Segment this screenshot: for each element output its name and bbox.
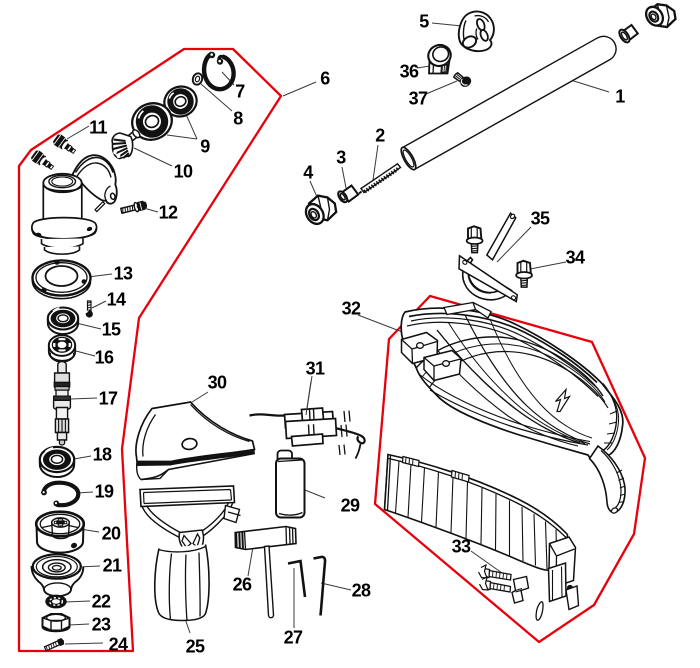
svg-text:35: 35	[531, 209, 550, 229]
svg-text:33: 33	[452, 537, 471, 557]
svg-text:30: 30	[208, 373, 227, 393]
svg-text:17: 17	[99, 389, 118, 409]
svg-text:6: 6	[320, 69, 330, 89]
svg-text:1: 1	[615, 87, 625, 107]
svg-text:19: 19	[95, 482, 114, 502]
svg-text:22: 22	[92, 592, 111, 612]
svg-text:26: 26	[233, 575, 252, 595]
svg-text:8: 8	[233, 109, 243, 129]
svg-text:18: 18	[93, 445, 112, 465]
svg-text:37: 37	[409, 89, 428, 109]
svg-text:20: 20	[102, 524, 121, 544]
svg-text:31: 31	[306, 359, 325, 379]
svg-text:13: 13	[114, 264, 133, 284]
svg-text:25: 25	[186, 637, 205, 657]
svg-text:32: 32	[342, 299, 361, 319]
svg-text:5: 5	[419, 12, 429, 32]
svg-text:2: 2	[375, 126, 385, 146]
svg-text:21: 21	[103, 556, 122, 576]
svg-text:16: 16	[95, 348, 114, 368]
svg-text:34: 34	[566, 248, 585, 268]
svg-text:3: 3	[336, 148, 346, 168]
svg-text:24: 24	[109, 635, 128, 655]
svg-text:4: 4	[303, 163, 313, 183]
svg-text:23: 23	[92, 615, 111, 635]
svg-text:7: 7	[235, 82, 245, 102]
svg-text:28: 28	[352, 581, 371, 601]
svg-text:9: 9	[200, 137, 210, 157]
svg-text:29: 29	[341, 496, 360, 516]
svg-text:36: 36	[400, 62, 419, 82]
svg-text:10: 10	[174, 162, 193, 182]
svg-text:11: 11	[89, 118, 107, 138]
svg-text:15: 15	[102, 320, 121, 340]
svg-text:27: 27	[284, 628, 303, 648]
svg-text:12: 12	[159, 203, 178, 223]
svg-text:14: 14	[107, 290, 126, 310]
